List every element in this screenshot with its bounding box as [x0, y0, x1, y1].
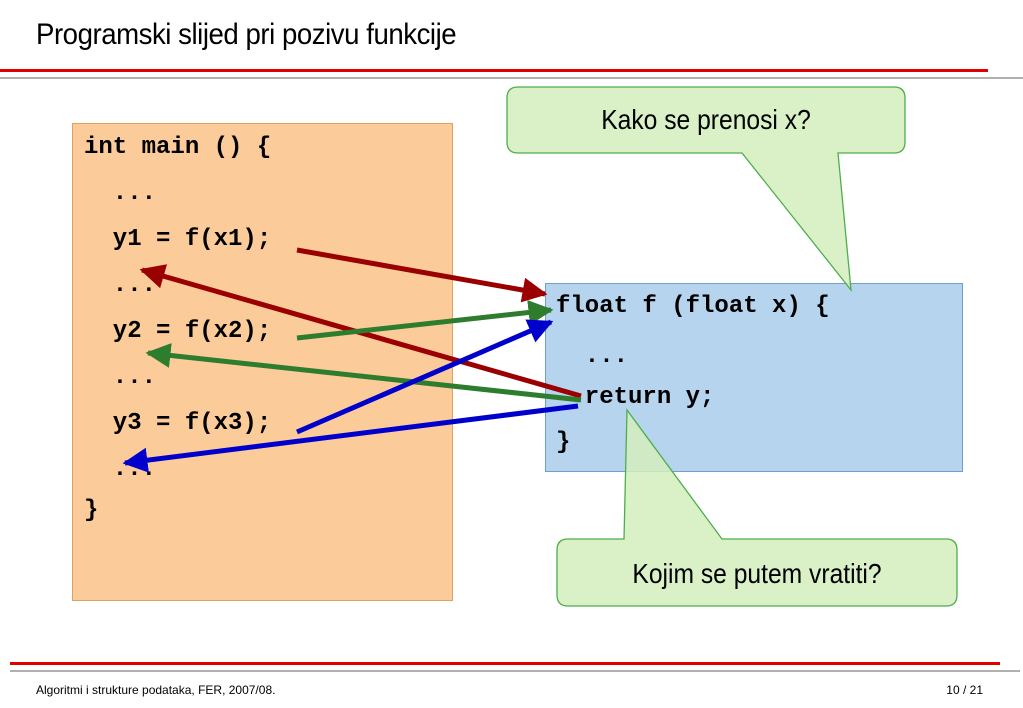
footer-rule-red: [10, 662, 1000, 665]
main-code-line: }: [84, 497, 99, 524]
f-code-line: }: [556, 429, 571, 456]
main-function-box: [72, 123, 453, 601]
call-arrow-3: [296, 319, 554, 435]
f-function-box: [545, 283, 963, 472]
header-rule-gray: [0, 77, 1023, 79]
main-code-line: ...: [84, 364, 157, 391]
f-code-line: ...: [556, 343, 629, 370]
callout-bubble-bottom: [556, 408, 958, 607]
callout-bubble-top: [506, 86, 906, 293]
main-code-line: int main () {: [84, 134, 272, 161]
header-rule-red: [0, 69, 988, 72]
callout-text-bottom: Kojim se putem vratiti?: [632, 558, 882, 589]
main-code-line: y2 = f(x2);: [84, 318, 272, 345]
f-code-line: return y;: [556, 384, 715, 411]
footer-page-number: 10 / 21: [946, 683, 983, 697]
main-code-line: y3 = f(x3);: [84, 410, 272, 437]
main-code-line: y1 = f(x1);: [84, 226, 272, 253]
footer-course: Algoritmi i strukture podataka, FER, 200…: [36, 683, 276, 697]
footer-rule-gray: [10, 670, 1020, 672]
call-arrow-1: [296, 247, 548, 303]
callout-text-top: Kako se prenosi x?: [601, 104, 811, 135]
f-code-line: float f (float x) {: [556, 293, 830, 320]
main-code-line: ...: [84, 180, 157, 207]
return-arrow-2: [145, 343, 582, 403]
call-arrow-2: [296, 300, 554, 341]
slide-title: Programski slijed pri pozivu funkcije: [36, 18, 457, 51]
return-arrow-3: [122, 403, 579, 473]
